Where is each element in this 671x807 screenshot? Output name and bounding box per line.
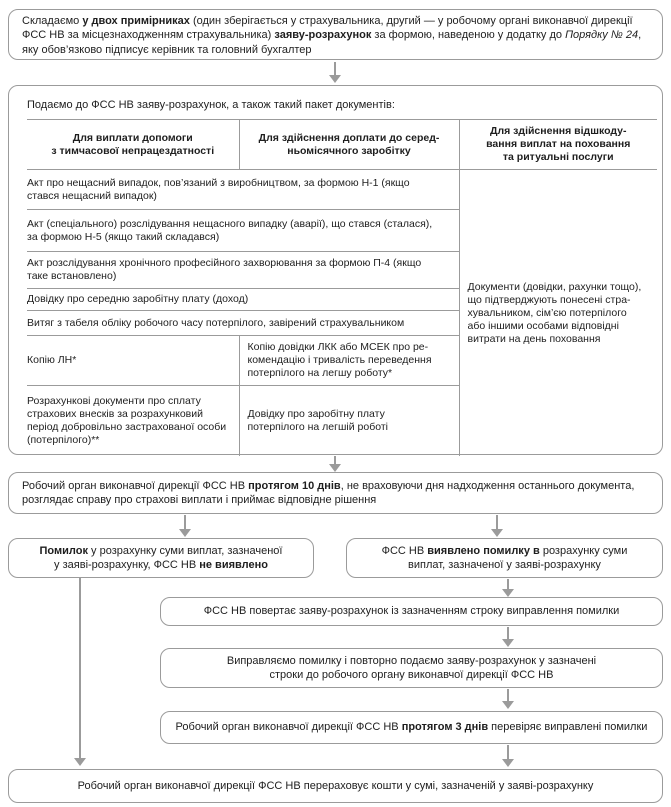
doc-lighter-work-salary-certificate: Довідку про заробітну плату потерпілого …: [238, 385, 459, 456]
box-no-errors-found: Помилок у розрахунку суми виплат, зазнач…: [8, 538, 314, 578]
doc-timesheet-extract: Витяг з табеля обліку робочого часу поте…: [27, 310, 459, 337]
col-header-salary-supplement: Для здійснення доплати до серед- ньоміся…: [238, 119, 459, 171]
doc-accident-act-h1: Акт про нещасний випадок, пов’язаний з в…: [27, 169, 459, 211]
box-compose-statement: Складаємо у двох примірниках (один збері…: [8, 9, 663, 60]
no-errors-found-text: Помилок у розрахунку суми виплат, зазнач…: [39, 544, 283, 571]
box-verify-3-days: Робочий орган виконавчої дирекції ФСС НВ…: [160, 711, 663, 744]
doc-occupational-disease-act-p4: Акт розслідування хронічного професійног…: [27, 251, 459, 290]
documents-table: Для виплати допомоги з тимчасової непрац…: [27, 119, 657, 456]
flow-arrow-down-icon: [179, 515, 191, 537]
doc-sick-leave-copy: Копію ЛН*: [27, 335, 239, 387]
transfer-funds-text: Робочий орган виконавчої дирекції ФСС НВ…: [77, 779, 594, 792]
box-transfer-funds: Робочий орган виконавчої дирекції ФСС НВ…: [8, 769, 663, 803]
col-header-funeral-reimbursement: Для здійснення відшкоду- вання виплат на…: [458, 119, 657, 171]
doc-insurance-payment-documents: Розрахункові документи про сплату страхо…: [27, 395, 227, 447]
flow-arrow-down-icon: [502, 689, 514, 709]
review-10-days-text: Робочий орган виконавчої дирекції ФСС НВ…: [22, 480, 635, 507]
verify-3-days-text: Робочий орган виконавчої дирекції ФСС НВ…: [175, 721, 648, 734]
box-errors-found: ФСС НВ виявлено помилку в розрахунку сум…: [346, 538, 663, 578]
table-row: Довідку про середню заробітну плату (дох…: [27, 288, 657, 312]
flow-arrow-down-icon: [329, 456, 341, 472]
doc-funeral-documents: Документи (довідки, рахунки тощо), що пі…: [458, 169, 657, 456]
return-statement-text: ФСС НВ повертає заяву-розрахунок із зазн…: [203, 605, 620, 618]
table-row: Розрахункові документи про сплату страхо…: [27, 385, 657, 456]
table-row: Акт про нещасний випадок, пов’язаний з в…: [27, 169, 657, 456]
flow-arrow-down-icon: [491, 515, 503, 537]
table-row: Акт розслідування хронічного професійног…: [27, 251, 657, 290]
table-row: Акт (спеціального) розслідування нещасно…: [27, 209, 657, 253]
doc-lkk-msek-certificate-copy: Копію довідки ЛКК або МСЕК про ре- комен…: [238, 335, 459, 387]
errors-found-text: ФСС НВ виявлено помилку в розрахунку сум…: [381, 544, 628, 571]
doc-average-salary-certificate: Довідку про середню заробітну плату (дох…: [27, 288, 459, 312]
compose-statement-text: Складаємо у двох примірниках (один збері…: [22, 15, 642, 56]
flow-arrow-down-icon: [502, 745, 514, 767]
flow-arrow-long-down-icon: [74, 578, 86, 766]
box-review-10-days: Робочий орган виконавчої дирекції ФСС НВ…: [8, 472, 663, 514]
col-header-disability-benefit: Для виплати допомоги з тимчасової непрац…: [27, 119, 239, 171]
fix-and-resubmit-text: Виправляємо помилку і повторно подаємо з…: [226, 654, 597, 681]
box-fix-and-resubmit: Виправляємо помилку і повторно подаємо з…: [160, 648, 663, 688]
box-return-statement: ФСС НВ повертає заяву-розрахунок із зазн…: [160, 597, 663, 626]
table-row: Копію ЛН* Копію довідки ЛКК або МСЕК про…: [27, 335, 657, 387]
box-submit-documents: Подаємо до ФСС НВ заяву-розрахунок, а та…: [8, 85, 663, 456]
flow-arrow-down-icon: [329, 62, 341, 83]
table-row: Витяг з табеля обліку робочого часу поте…: [27, 310, 657, 337]
flow-arrow-down-icon: [502, 627, 514, 647]
doc-special-investigation-act-h5: Акт (спеціального) розслідування нещасно…: [27, 209, 459, 253]
flow-arrow-down-icon: [502, 579, 514, 597]
table-header-row: Для виплати допомоги з тимчасової непрац…: [27, 119, 657, 171]
submit-intro-text: Подаємо до ФСС НВ заяву-розрахунок, а та…: [27, 99, 395, 111]
